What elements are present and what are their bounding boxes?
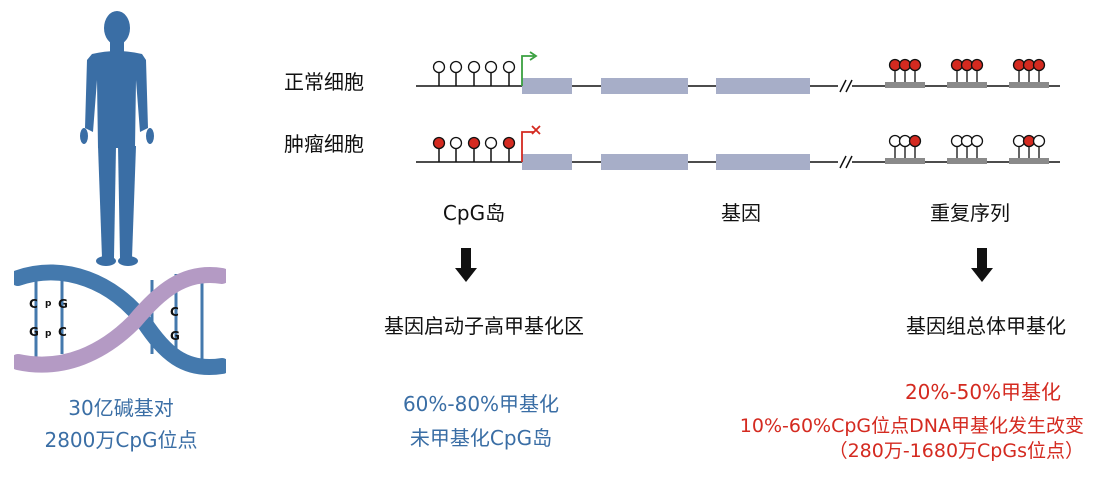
methylated-cpg-icon xyxy=(960,58,974,72)
dna-letter: G xyxy=(29,325,39,339)
methylated-cpg-icon xyxy=(502,136,516,150)
repeat-element-bar xyxy=(947,158,987,164)
methylated-cpg-icon xyxy=(1032,58,1046,72)
methylated-cpg-icon xyxy=(1012,58,1026,72)
promoter-arrow-head xyxy=(529,51,538,61)
region-label-repeat: 重复序列 xyxy=(930,201,1010,225)
down-arrow-icon xyxy=(455,248,477,282)
dna-letter: C xyxy=(170,305,179,319)
promoter-blocked-icon xyxy=(521,131,534,162)
unmethylated-cpg-icon xyxy=(449,136,463,150)
repeat-element-bar xyxy=(947,82,987,88)
methylated-cpg-icon xyxy=(970,58,984,72)
repeat-element-bar xyxy=(1009,82,1049,88)
break-mark-icon xyxy=(839,79,847,93)
dna-helix-icon: C p G G p C C G xyxy=(14,264,226,376)
exon-block xyxy=(601,154,688,170)
cpg-stat-line2: 未甲基化CpG岛 xyxy=(409,426,553,450)
dna-letter: G xyxy=(170,329,180,343)
exon-block xyxy=(522,78,572,94)
unmethylated-cpg-icon xyxy=(888,134,902,148)
unmethylated-cpg-icon xyxy=(502,60,516,74)
exon-block xyxy=(522,154,572,170)
row-label-normal: 正常细胞 xyxy=(284,70,364,94)
dna-letter: p xyxy=(45,329,52,339)
repeat-element-bar xyxy=(885,158,925,164)
repeat-stat-line3: （280万-1680万CpGs位点） xyxy=(828,440,1084,462)
methylated-cpg-icon xyxy=(1022,58,1036,72)
region-label-gene: 基因 xyxy=(721,201,761,225)
exon-block xyxy=(601,78,688,94)
gene-diagram xyxy=(416,51,1060,170)
break-mark-icon xyxy=(845,79,853,93)
dna-letter: G xyxy=(58,297,68,311)
region-label-cpg-island: CpG岛 xyxy=(442,201,506,225)
unmethylated-cpg-icon xyxy=(1032,134,1046,148)
repeat-stat-line1: 20%-50%甲基化 xyxy=(904,380,1062,404)
methylated-cpg-icon xyxy=(467,136,481,150)
dna-letter: C xyxy=(58,325,67,339)
methylated-cpg-icon xyxy=(908,58,922,72)
repeat-stat-line2: 10%-60%CpG位点DNA甲基化发生改变 xyxy=(739,415,1084,437)
dna-letter: C xyxy=(29,297,38,311)
methylated-cpg-icon xyxy=(898,58,912,72)
dna-letter: p xyxy=(45,299,52,309)
global-methylation-label: 基因组总体甲基化 xyxy=(906,314,1066,338)
human-silhouette-icon xyxy=(80,11,154,266)
unmethylated-cpg-icon xyxy=(484,60,498,74)
break-mark-icon xyxy=(845,155,853,169)
unmethylated-cpg-icon xyxy=(1012,134,1026,148)
unmethylated-cpg-icon xyxy=(898,134,912,148)
human-stat-line1: 30亿碱基对 xyxy=(68,396,174,420)
unmethylated-cpg-icon xyxy=(950,134,964,148)
methylated-cpg-icon xyxy=(888,58,902,72)
row-label-tumor: 肿瘤细胞 xyxy=(284,132,364,156)
promoter-x-mark xyxy=(531,125,541,135)
unmethylated-cpg-icon xyxy=(467,60,481,74)
unmethylated-cpg-icon xyxy=(449,60,463,74)
down-arrow-icon xyxy=(971,248,993,282)
cpg-stat-line1: 60%-80%甲基化 xyxy=(402,392,560,416)
methylated-cpg-icon xyxy=(908,134,922,148)
unmethylated-cpg-icon xyxy=(432,60,446,74)
unmethylated-cpg-icon xyxy=(484,136,498,150)
unmethylated-cpg-icon xyxy=(960,134,974,148)
methylated-cpg-icon xyxy=(432,136,446,150)
methylated-cpg-icon xyxy=(950,58,964,72)
repeat-element-bar xyxy=(1009,158,1049,164)
break-mark-icon xyxy=(839,155,847,169)
unmethylated-cpg-icon xyxy=(970,134,984,148)
exon-block xyxy=(716,78,810,94)
promoter-hypermethylation-label: 基因启动子高甲基化区 xyxy=(384,314,584,338)
human-stat-line2: 2800万CpG位点 xyxy=(44,428,198,452)
repeat-element-bar xyxy=(885,82,925,88)
methylated-cpg-icon xyxy=(1022,134,1036,148)
promoter-arrow-icon xyxy=(521,55,534,86)
exon-block xyxy=(716,154,810,170)
